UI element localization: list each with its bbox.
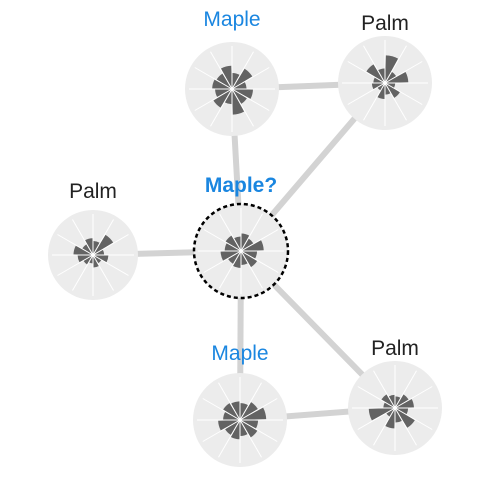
node-spoke (231, 51, 254, 90)
rose-petal (368, 408, 395, 421)
node-spoke (72, 219, 94, 256)
node-spoke (384, 82, 407, 121)
rose-glyph (73, 234, 114, 268)
node-spoke (240, 250, 279, 273)
node-spoke (240, 250, 263, 289)
node-spoke (239, 382, 262, 421)
node-spoke (202, 398, 241, 421)
rose-petal (216, 73, 232, 89)
node-label-maple: Maple (203, 8, 261, 31)
rose-petal (93, 255, 102, 264)
node-maple-query[interactable] (192, 202, 290, 300)
node-spoke (203, 250, 242, 273)
rose-petal (232, 68, 253, 89)
node-spoke (363, 45, 386, 84)
node-spoke (210, 51, 233, 90)
rose-petal (385, 83, 400, 98)
node-spoke (394, 407, 417, 446)
node-spoke (373, 370, 396, 409)
node-spoke (194, 88, 233, 111)
node-spoke (72, 254, 94, 291)
node-label-palm: Palm (69, 180, 117, 203)
rose-petal (385, 55, 399, 83)
rose-petal (240, 420, 258, 438)
rose-petal (395, 394, 409, 408)
rose-petal (225, 235, 241, 251)
rose-petal (223, 403, 240, 420)
node-spoke (92, 219, 114, 256)
node-spoke (357, 407, 396, 430)
rose-glyph (218, 401, 267, 440)
rose-petal (213, 89, 232, 108)
node-spoke (231, 88, 254, 127)
node-maple[interactable] (185, 42, 279, 136)
node-spoke (239, 419, 278, 442)
rose-petal (93, 234, 114, 255)
rose-glyph (212, 65, 253, 115)
node-spoke (57, 234, 94, 256)
node-spoke (57, 254, 94, 276)
rose-petal (385, 71, 397, 83)
rose-petal (228, 251, 241, 264)
node-palm[interactable] (48, 210, 138, 300)
rose-petal (366, 64, 385, 83)
rose-petal (220, 65, 232, 89)
rose-petal (241, 238, 254, 251)
node-spoke (394, 386, 433, 409)
rose-petal (241, 240, 264, 251)
nodes-layer (48, 36, 442, 467)
node-spoke (218, 382, 241, 421)
node-spoke (218, 419, 241, 458)
rose-petal (386, 408, 395, 417)
node-spoke (92, 234, 129, 256)
node-spoke (394, 407, 433, 430)
rose-petal (225, 420, 240, 435)
node-spoke (347, 82, 386, 105)
node-label-palm: Palm (371, 337, 419, 360)
node-spoke (203, 229, 242, 252)
node-spoke (219, 213, 242, 252)
rose-petal (377, 83, 385, 91)
node-spoke (240, 229, 279, 252)
node-spoke (239, 419, 262, 458)
rose-petal (241, 251, 258, 268)
rose-petal (395, 408, 415, 428)
node-spoke (384, 45, 407, 84)
rose-petal (83, 255, 93, 265)
rose-petal (385, 71, 409, 83)
node-label-palm: Palm (361, 12, 409, 35)
node-spoke (202, 419, 241, 442)
rose-petal (240, 407, 267, 420)
node-spoke (347, 61, 386, 84)
node-spoke (210, 88, 233, 127)
rose-petal (82, 244, 93, 255)
query-ring (192, 202, 290, 300)
node-palm[interactable] (338, 36, 432, 130)
rose-petal (240, 402, 258, 420)
node-spoke (240, 213, 263, 252)
node-label-maple: Maple? (204, 174, 278, 197)
node-spoke (231, 67, 270, 90)
node-spoke (194, 67, 233, 90)
node-palm[interactable] (348, 361, 442, 455)
node-spoke (384, 61, 423, 84)
node-spoke (92, 254, 129, 276)
node-spoke (357, 386, 396, 409)
node-spoke (231, 88, 270, 111)
node-spoke (384, 82, 423, 105)
rose-petal (232, 89, 245, 115)
node-spoke (239, 398, 278, 421)
node-spoke (373, 407, 396, 446)
rose-petal (381, 394, 395, 408)
node-maple[interactable] (193, 373, 287, 467)
rose-petal (232, 89, 247, 104)
node-spoke (394, 370, 417, 409)
node-spoke (92, 254, 114, 291)
node-spoke (219, 250, 242, 289)
node-label-maple: Maple (211, 342, 269, 365)
node-spoke (363, 82, 386, 121)
